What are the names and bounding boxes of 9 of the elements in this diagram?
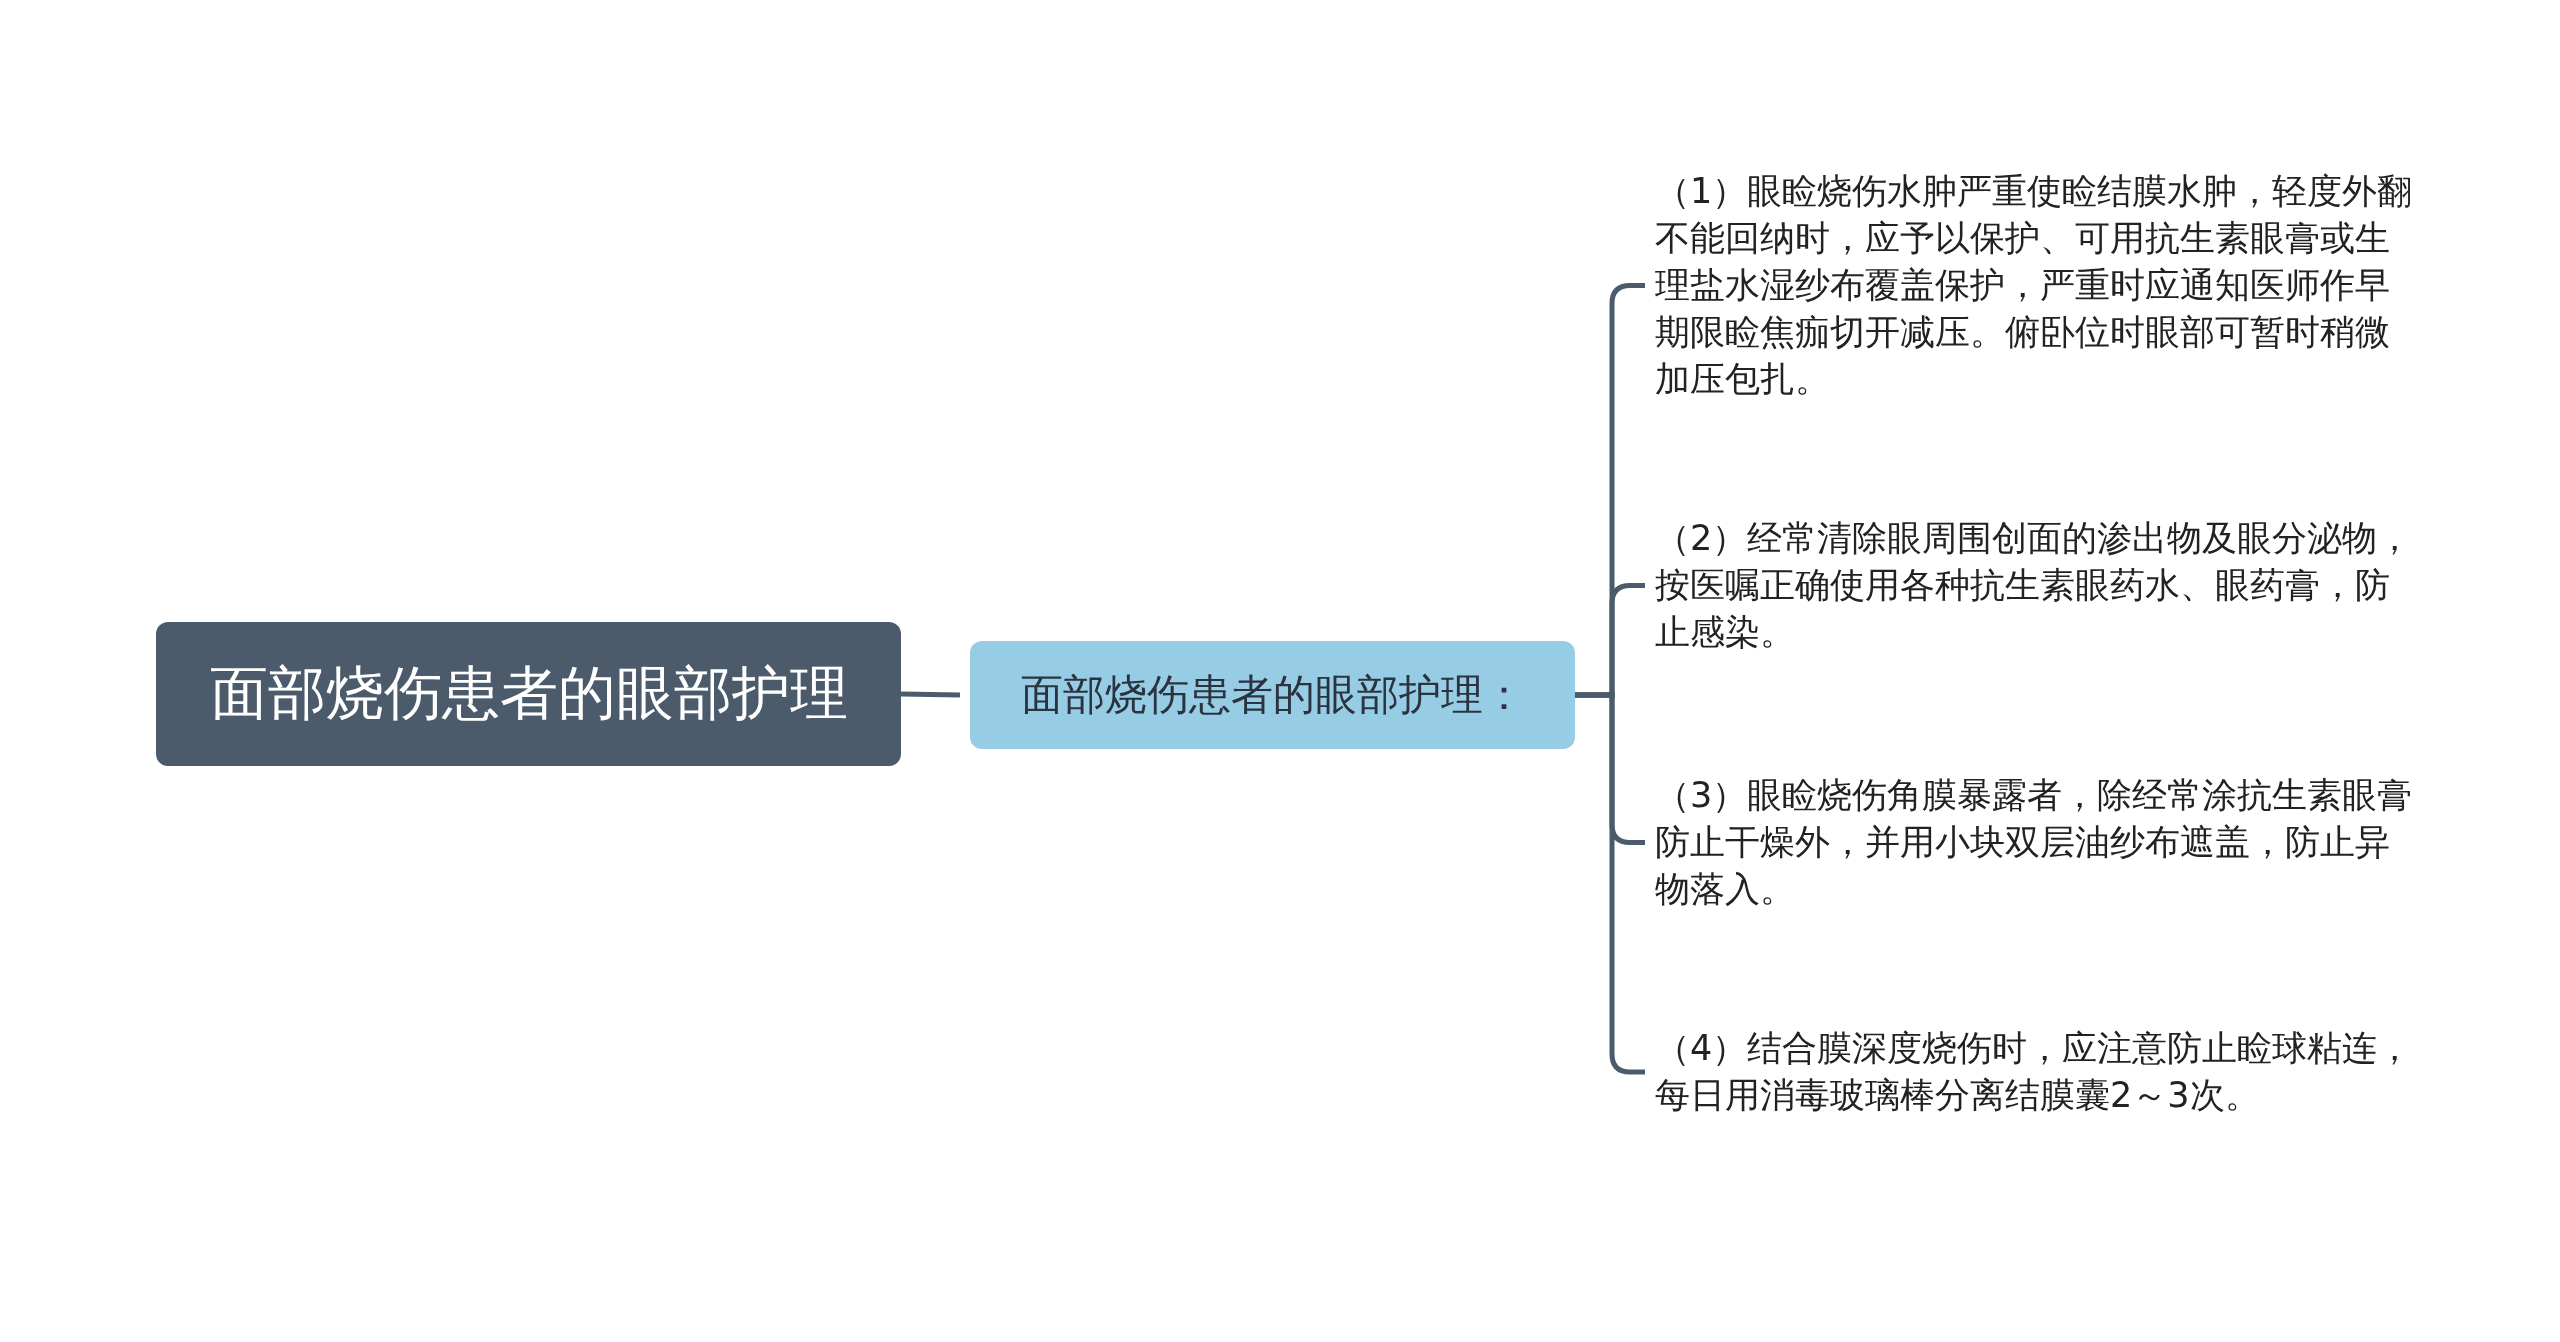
connector-line [900, 691, 961, 698]
leaf-text: （3）眼睑烧伤角膜暴露者，除经常涂抗生素眼膏防止干燥外，并用小块双层油纱布遮盖，防止异物落入。 [1655, 772, 2415, 913]
root-topic-box [156, 622, 901, 766]
topic-text: 面部烧伤患者的眼部护理： [1020, 669, 1525, 721]
leaf-text: （4）结合膜深度烧伤时，应注意防止睑球粘连，每日用消毒玻璃棒分离结膜囊2～3次。 [1655, 1025, 2415, 1119]
leaf-text: （1）眼睑烧伤水肿严重使睑结膜水肿，轻度外翻不能回纳时，应予以保护、可用抗生素眼膏或生理盐水湿纱布覆盖保护，严重时应通知医师作早期限睑焦痂切开减压。俯卧位时眼部可暂时稍微加压包扎。 [1655, 168, 2415, 403]
subtopic-box [970, 641, 1575, 749]
topic-text: 面部烧伤患者的眼部护理 [209, 658, 848, 729]
leaf-text: （2）经常清除眼周围创面的渗出物及眼分泌物，按医嘱正确使用各种抗生素眼药水、眼药膏，防止感染。 [1655, 515, 2415, 656]
